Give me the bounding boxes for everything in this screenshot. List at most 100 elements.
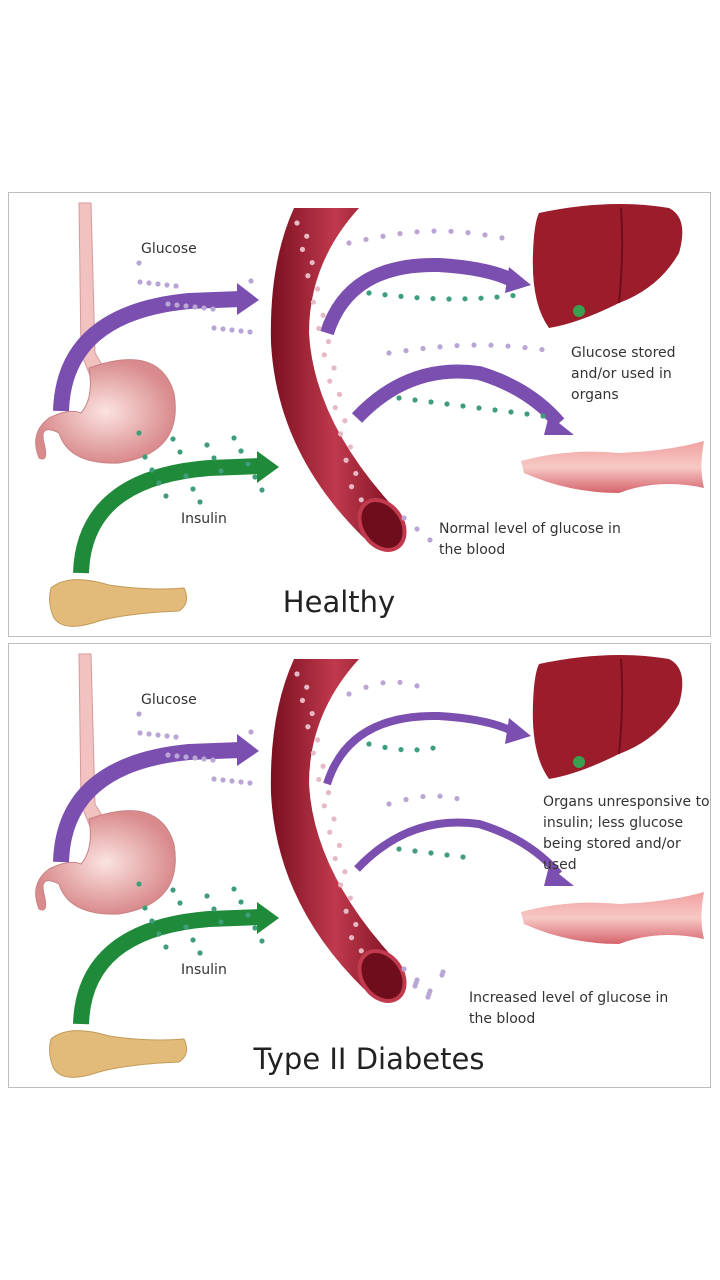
insulin-dot <box>430 745 436 751</box>
insulin-dot <box>332 404 338 411</box>
insulin-dot <box>540 413 546 419</box>
insulin-dot <box>163 493 169 499</box>
insulin-dot <box>321 803 327 809</box>
insulin-dot <box>163 944 169 950</box>
insulin-dot <box>332 855 338 862</box>
insulin-dot <box>156 480 162 486</box>
insulin-dot <box>396 395 402 401</box>
glucose-dot <box>210 757 216 763</box>
glucose-dot <box>211 325 217 331</box>
glucose-dot <box>238 779 244 785</box>
glucose-dot <box>137 279 143 285</box>
glucose-dot <box>414 229 420 235</box>
insulin-dot <box>444 401 450 407</box>
insulin-dot <box>478 295 484 301</box>
glucose-dot <box>164 733 170 739</box>
insulin-dot <box>305 273 311 279</box>
glucose-dot <box>183 754 189 760</box>
glucose-dot <box>346 691 352 697</box>
glucose-label: Glucose <box>141 692 197 708</box>
insulin-dot <box>136 430 142 436</box>
glucose-dot <box>386 801 392 807</box>
insulin-dot <box>136 881 142 887</box>
insulin-dot <box>336 842 343 848</box>
insulin-dot <box>331 816 337 822</box>
insulin-dot <box>398 293 404 299</box>
insulin-dot <box>460 854 466 860</box>
glucose-arrow-muscle <box>351 364 574 435</box>
insulin-dot <box>327 829 333 835</box>
insulin-dot <box>338 882 344 888</box>
glucose-dot <box>174 753 180 759</box>
glucose-dot <box>247 780 253 786</box>
glucose-dot <box>174 302 180 308</box>
insulin-dot <box>398 746 404 753</box>
glucose-dot <box>192 304 198 310</box>
insulin-dot <box>315 286 321 292</box>
insulin-dot <box>304 233 310 239</box>
insulin-dot <box>259 487 265 493</box>
liver <box>532 655 683 779</box>
glucose-dot <box>155 281 161 287</box>
glucose-dot <box>439 972 445 978</box>
insulin-dot <box>508 409 514 415</box>
glucose-dot <box>210 306 216 312</box>
glucose-dot <box>229 778 235 784</box>
insulin-dot <box>316 776 322 783</box>
insulin-dot <box>142 905 148 911</box>
glucose-dot <box>248 729 254 735</box>
glucose-arrow-liver <box>323 711 531 786</box>
pancreas <box>49 1030 188 1078</box>
insulin-dot <box>204 442 210 448</box>
insulin-dot <box>348 935 355 941</box>
glucose-dot <box>403 796 409 803</box>
panel-type2-diabetes: Glucose Insulin Organs unresponsive to i… <box>8 643 711 1088</box>
glucose-dot <box>146 280 152 286</box>
insulin-dot <box>315 737 321 743</box>
glucose-dot <box>380 680 386 686</box>
insulin-dot <box>218 919 224 925</box>
pancreas <box>49 579 188 627</box>
insulin-dot <box>476 405 482 411</box>
insulin-dot <box>197 950 203 956</box>
insulin-dot <box>149 467 155 473</box>
insulin-dot <box>343 908 349 914</box>
insulin-dot <box>299 697 306 703</box>
insulin-dot <box>414 747 420 753</box>
insulin-dot <box>294 220 300 226</box>
glucose-dot <box>136 711 142 717</box>
insulin-dot <box>320 312 326 318</box>
insulin-dot <box>149 918 155 924</box>
insulin-dot <box>252 474 258 480</box>
glucose-dot <box>522 344 528 351</box>
insulin-dot <box>231 435 237 441</box>
glucose-dot <box>346 240 352 246</box>
insulin-dot <box>492 407 498 413</box>
insulin-dot <box>462 296 468 302</box>
insulin-dot <box>336 391 343 397</box>
glucose-dot <box>229 327 235 333</box>
glucose-dot <box>380 233 386 239</box>
glucose-dot <box>397 679 403 685</box>
stomach <box>35 359 176 464</box>
glucose-dot <box>136 260 142 266</box>
insulin-dot <box>366 290 372 296</box>
insulin-arrow-in <box>73 451 279 574</box>
insulin-dot <box>331 365 337 371</box>
glucose-dot <box>201 756 207 762</box>
insulin-dot <box>259 938 265 944</box>
insulin-dot <box>309 710 315 717</box>
glucose-arrow-muscle <box>354 818 574 886</box>
glucose-dot <box>164 282 170 288</box>
muscle <box>521 441 704 493</box>
glucose-dot <box>401 515 407 521</box>
glucose-dot <box>420 793 426 800</box>
glucose-dot <box>248 278 254 284</box>
insulin-dot <box>309 259 315 266</box>
insulin-dot <box>414 295 420 301</box>
glucose-dot <box>403 348 409 354</box>
glucose-dot <box>448 228 454 234</box>
glucose-dot <box>471 342 477 348</box>
insulin-dot <box>347 895 353 901</box>
glucose-dot <box>499 235 505 241</box>
